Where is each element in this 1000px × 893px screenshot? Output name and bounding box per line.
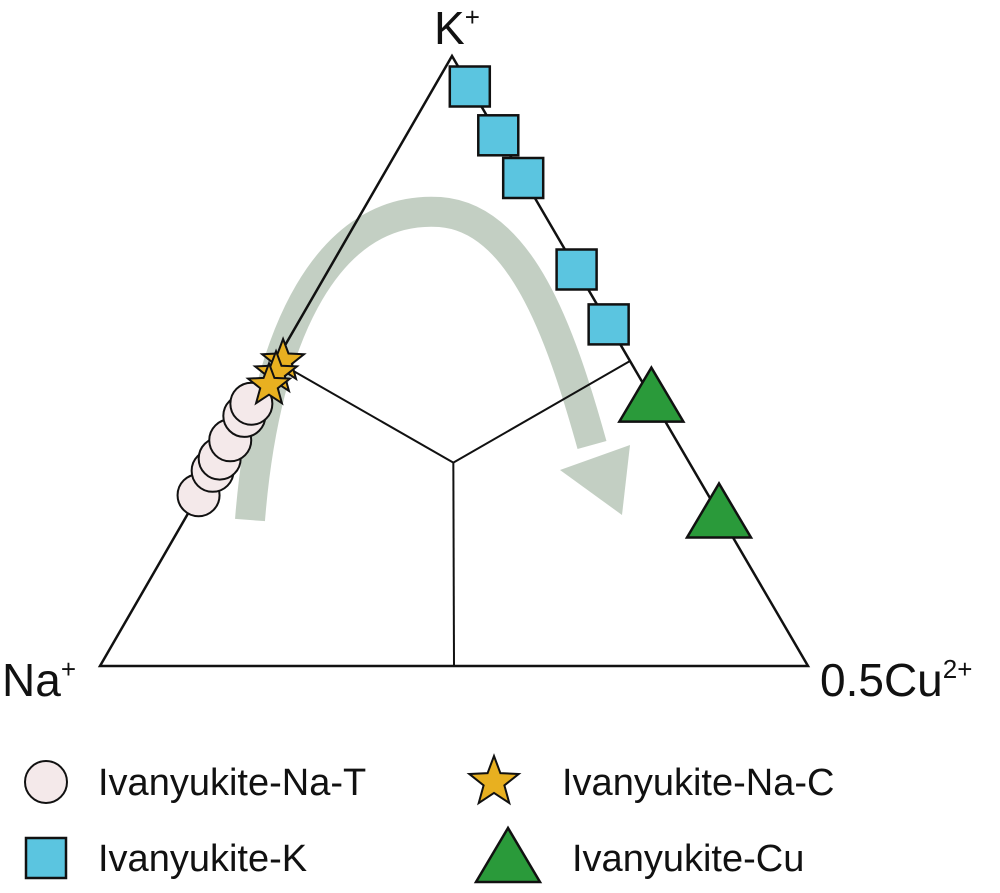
apex-label-cu: 0.5Cu2+	[820, 654, 972, 706]
legend-label-k: Ivanyukite-K	[98, 838, 307, 880]
trend-arrow-head	[560, 445, 630, 515]
data-point-square	[448, 65, 492, 108]
data-point-square	[555, 248, 598, 291]
boundary-na-cu	[452, 462, 455, 667]
legend-square-icon	[24, 836, 68, 880]
trend-arrow-body	[235, 196, 607, 522]
legend-label-na-t: Ivanyukite-Na-T	[98, 762, 366, 804]
legend-marker-circle	[24, 760, 68, 804]
series-ivanyukite-cu	[617, 365, 754, 539]
data-point-triangle	[684, 481, 754, 539]
triangle-frame	[97, 53, 811, 668]
legend-label-na-c: Ivanyukite-Na-C	[562, 762, 834, 804]
series-ivanyukite-k	[448, 65, 630, 346]
legend-marker-triangle	[473, 825, 543, 884]
legend-triangle-icon	[473, 825, 543, 884]
data-point-square	[501, 156, 545, 200]
legend-circle-icon	[24, 760, 68, 804]
legend-label-cu: Ivanyukite-Cu	[572, 838, 804, 880]
legend-star-icon	[466, 753, 522, 806]
legend-marker-square	[24, 836, 68, 880]
data-point-star	[245, 360, 293, 406]
apex-label-k: K+	[434, 2, 480, 54]
data-point-square	[587, 303, 630, 346]
legend-marker-star	[466, 753, 522, 806]
apex-label-na: Na+	[2, 654, 76, 706]
data-point-square	[477, 114, 520, 157]
boundary-na-k	[275, 360, 454, 464]
series-ivanyukite-na-t	[176, 381, 274, 518]
legend: Ivanyukite-Na-T Ivanyukite-Na-C Ivanyuki…	[24, 753, 834, 884]
boundary-k-cu	[452, 360, 631, 464]
data-points-layer	[176, 65, 754, 539]
data-point-triangle	[617, 365, 686, 423]
series-ivanyukite-na-c	[245, 336, 307, 406]
